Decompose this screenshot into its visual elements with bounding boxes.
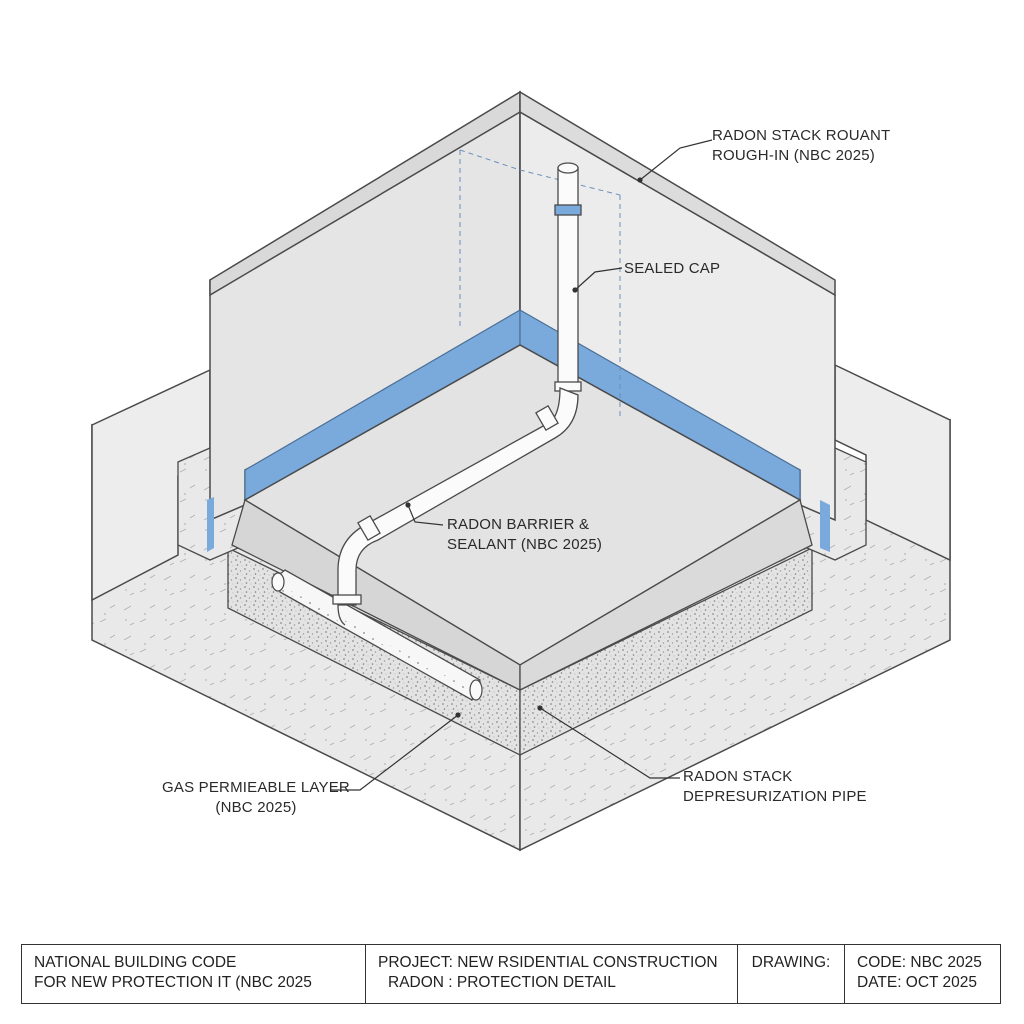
perforated-pipe	[271, 569, 483, 701]
label-line: SEALED CAP	[624, 260, 721, 277]
label-line: RADON STACK	[683, 768, 793, 785]
label-line: RADON BARRIER &	[447, 516, 590, 533]
foundation-walls	[209, 90, 836, 522]
label-depressurization-pipe: RADON STACK DEPRESURIZATION PIPE	[683, 767, 867, 807]
radon-stack-pipe	[332, 162, 582, 626]
label-line: SEALANT (NBC 2025)	[447, 536, 603, 553]
label-line: GAS PERMIEABLE LAYER	[162, 779, 350, 796]
label-line: DEPRESURIZATION PIPE	[683, 788, 867, 805]
label-sealed-cap: SEALED CAP	[624, 259, 720, 279]
label-line: RADON STACK ROUANT	[712, 127, 891, 144]
stack-chase-outline	[459, 149, 621, 420]
label-gas-permeable-layer: GAS PERMIEABLE LAYER (NBC 2025)	[162, 778, 350, 818]
leader-lines	[330, 139, 713, 791]
code-value: CODE: NBC 2025	[857, 954, 982, 971]
drawing-label: DRAWING:	[751, 954, 831, 971]
title-block-drawing-cell: DRAWING:	[738, 945, 845, 1003]
code-title-line1: NATIONAL BUILDING CODE	[34, 954, 237, 971]
label-line: (NBC 2025)	[215, 799, 297, 816]
label-line: ROUGH-IN (NBC 2025)	[712, 147, 875, 164]
project-line2: RADON : PROTECTION DETAIL	[388, 974, 616, 991]
label-radon-barrier: RADON BARRIER & SEALANT (NBC 2025)	[447, 515, 602, 555]
project-line1: PROJECT: NEW RSIDENTIAL CONSTRUCTION	[378, 954, 718, 971]
label-radon-stack-rough-in: RADON STACK ROUANT ROUGH-IN (NBC 2025)	[712, 126, 890, 166]
code-title-line2: FOR NEW PROTECTION IT (NBC 2025	[34, 974, 312, 991]
concrete-slab	[231, 344, 813, 692]
title-block-meta-cell: CODE: NBC 2025 DATE: OCT 2025	[845, 945, 1000, 1003]
title-block: NATIONAL BUILDING CODE FOR NEW PROTECTIO…	[21, 944, 1001, 1004]
date-value: DATE: OCT 2025	[857, 974, 978, 991]
title-block-project-cell: PROJECT: NEW RSIDENTIAL CONSTRUCTION RAD…	[366, 945, 738, 1003]
title-block-code-cell: NATIONAL BUILDING CODE FOR NEW PROTECTIO…	[22, 945, 366, 1003]
